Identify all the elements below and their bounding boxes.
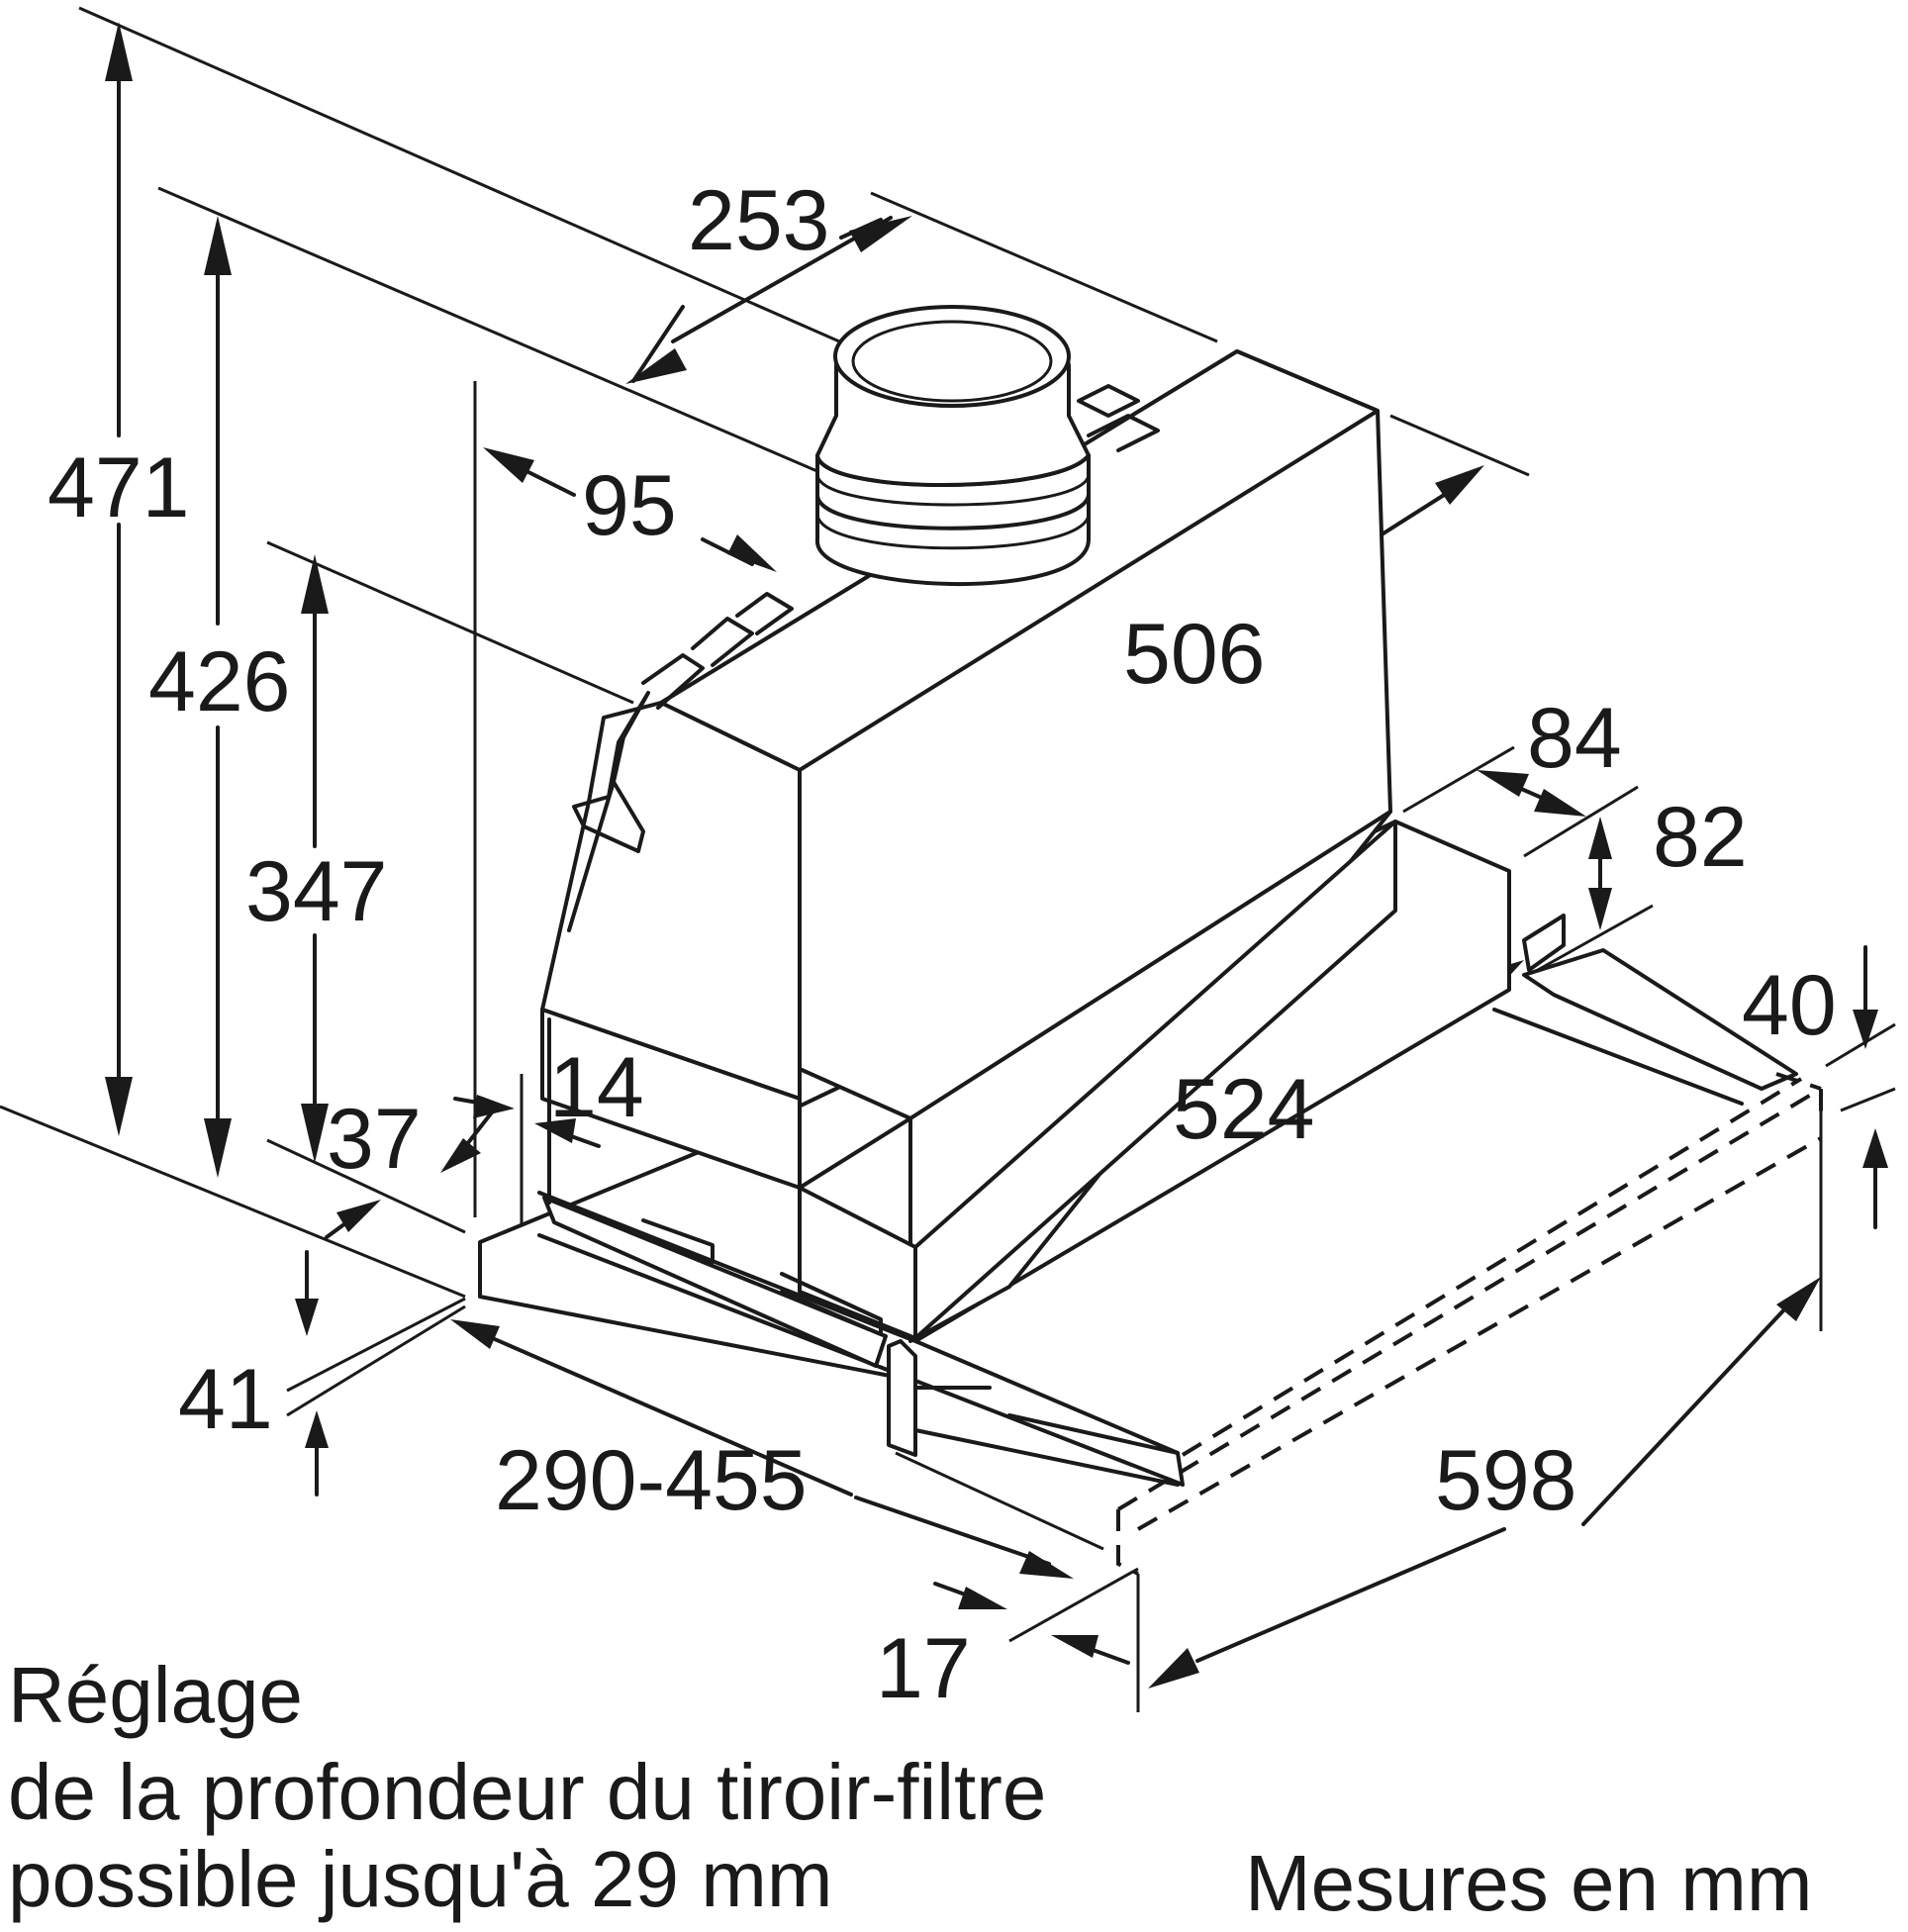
dim-95-label: 95 — [582, 458, 677, 553]
dim-524-label: 524 — [1173, 1062, 1315, 1157]
dim-41-label: 41 — [178, 1352, 273, 1447]
units-note: Mesures en mm — [1245, 1839, 1813, 1927]
dim-347-label: 347 — [245, 844, 388, 939]
dim-598-label: 598 — [1435, 1433, 1577, 1528]
dim-40-label: 40 — [1742, 958, 1837, 1053]
dim-426-label: 426 — [148, 634, 291, 729]
extension-lines — [0, 6, 1896, 1712]
dim-471-label: 471 — [48, 440, 190, 535]
dim-84-label: 84 — [1527, 691, 1622, 786]
dim-82-label: 82 — [1653, 790, 1748, 885]
dim-14-label: 14 — [549, 1040, 644, 1135]
dim-37-label: 37 — [327, 1092, 422, 1187]
dim-506-label: 506 — [1123, 607, 1266, 702]
hood-body — [478, 349, 1798, 1487]
note-line-3: possible jusqu'à 29 mm — [8, 1835, 833, 1923]
dim-290-455-label: 290-455 — [495, 1433, 808, 1528]
note-line-2: de la profondeur du tiroir-filtre — [8, 1748, 1047, 1836]
extended-outline — [1116, 1072, 1823, 1576]
exhaust-collar — [814, 305, 1091, 587]
dimension-labels: 253 95 471 426 347 506 84 82 40 14 37 52… — [48, 173, 1837, 1716]
dim-17-label: 17 — [876, 1621, 971, 1716]
dim-253-label: 253 — [688, 173, 830, 268]
note-line-1: Réglage — [8, 1651, 304, 1739]
dimension-lines — [105, 22, 1888, 1689]
